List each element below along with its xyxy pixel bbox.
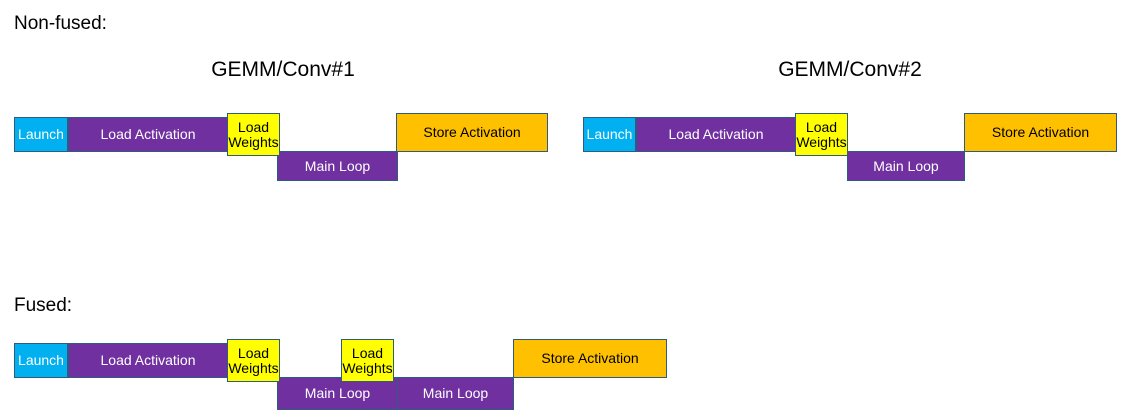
bar-load-activation-gemm1: Load Activation: [68, 117, 228, 152]
bar-launch-gemm1: Launch: [14, 117, 68, 152]
bar-main-loop-gemm2: Main Loop: [847, 151, 965, 181]
bar-main-loop-fused-1: Main Loop: [277, 377, 398, 410]
group-title-gemm-conv-1: GEMM/Conv#1: [211, 58, 355, 81]
group-title-gemm-conv-2: GEMM/Conv#2: [778, 58, 922, 81]
bar-store-activation-gemm2: Store Activation: [964, 113, 1117, 152]
bar-store-activation-fused: Store Activation: [513, 339, 667, 378]
bar-main-loop-gemm1: Main Loop: [277, 151, 398, 181]
bar-launch-gemm2: Launch: [583, 117, 636, 152]
bar-store-activation-gemm1: Store Activation: [396, 113, 548, 152]
bar-load-weights-gemm1: Load Weights: [227, 113, 280, 156]
bar-launch-fused: Launch: [14, 343, 68, 378]
section-label-non-fused: Non-fused:: [14, 13, 107, 34]
bar-main-loop-fused-2: Main Loop: [397, 377, 514, 410]
bar-load-activation-gemm2: Load Activation: [636, 117, 796, 152]
bar-load-weights-fused-1: Load Weights: [227, 339, 280, 382]
bar-load-weights-gemm2: Load Weights: [795, 113, 848, 156]
section-label-fused: Fused:: [14, 295, 73, 316]
bar-load-activation-fused: Load Activation: [68, 343, 228, 378]
bar-load-weights-fused-2: Load Weights: [341, 339, 394, 382]
